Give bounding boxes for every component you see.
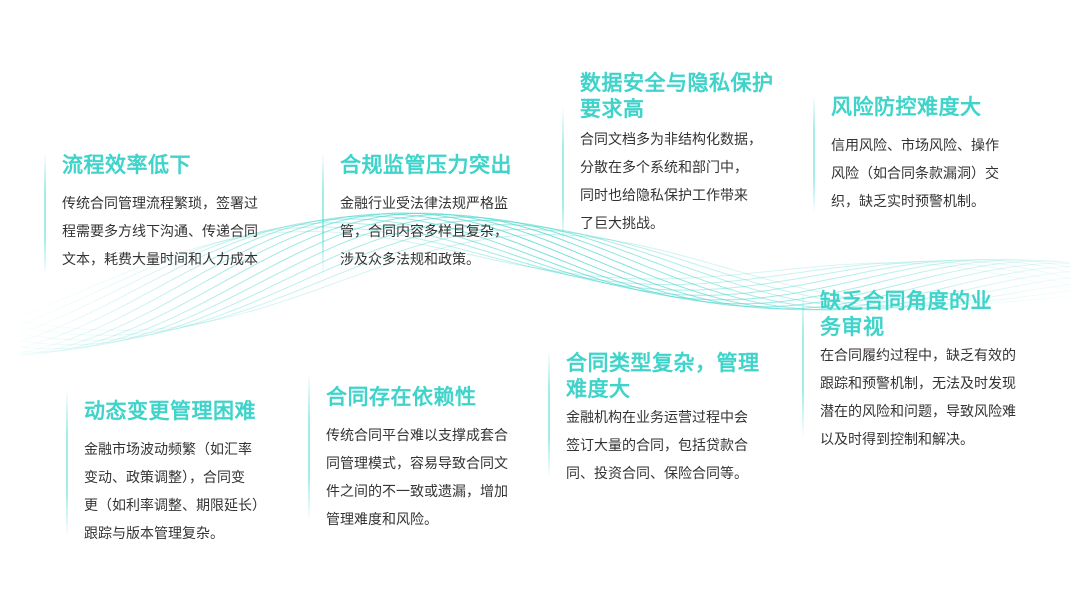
card-body: 金融行业受法律法规严格监 管，合同内容多样且复杂， 涉及众多法规和政策。: [340, 190, 512, 274]
card-title: 合同存在依赖性: [326, 384, 508, 410]
card-body-line: 传统合同平台难以支撑成套合: [326, 428, 508, 444]
card-business-review: 缺乏合同角度的业 务审视 在合同履约过程中，缺乏有效的 跟踪和预警机制，无法及时…: [802, 288, 1016, 454]
card-body-line: 金融行业受法律法规严格监: [340, 196, 508, 212]
card-body-line: 跟踪与版本管理复杂。: [84, 526, 224, 542]
card-divider: [562, 106, 564, 246]
card-title-line: 务审视: [820, 315, 885, 339]
card-title: 合同类型复杂，管理 难度大: [566, 350, 760, 402]
card-title-line: 数据安全与隐私保护: [580, 71, 774, 95]
card-body-line: 管，合同内容多样且复杂，: [340, 224, 508, 240]
card-body-line: 金融市场波动频繁（如汇率: [84, 442, 252, 458]
card-body: 信用风险、市场风险、操作 风险（如合同条款漏洞）交 织，缺乏实时预警机制。: [831, 132, 999, 216]
card-body: 金融市场波动频繁（如汇率 变动、政策调整），合同变 更（如利率调整、期限延长） …: [84, 436, 266, 548]
card-body-line: 传统合同管理流程繁琐，签署过: [62, 196, 258, 212]
card-title: 数据安全与隐私保护 要求高: [580, 70, 774, 122]
card-body-line: 金融机构在业务运营过程中会: [566, 410, 748, 426]
wave-line: [19, 219, 1071, 346]
wave-line: [19, 226, 1071, 326]
card-divider: [548, 350, 550, 478]
card-divider: [44, 152, 46, 276]
card-title: 流程效率低下: [62, 152, 258, 178]
card-body-line: 风险（如合同条款漏洞）交: [831, 166, 999, 182]
card-body-line: 文本，耗费大量时间和人力成本: [62, 252, 258, 268]
card-title-line: 动态变更管理困难: [84, 399, 256, 423]
wave-line: [19, 212, 1071, 356]
card-body-line: 涉及众多法规和政策。: [340, 252, 480, 268]
card-body-line: 签订大量的合同，包括贷款合: [566, 438, 748, 454]
card-title-line: 风险防控难度大: [831, 95, 982, 119]
card-body-line: 了巨大挑战。: [580, 216, 664, 232]
card-body-line: 件之间的不一致或遗漏，增加: [326, 484, 508, 500]
card-title: 动态变更管理困难: [84, 398, 266, 424]
card-title: 缺乏合同角度的业 务审视: [820, 288, 1016, 340]
wave-line: [19, 213, 1071, 353]
card-body-line: 同管理模式，容易导致合同文: [326, 456, 508, 472]
wave-line: [19, 213, 1071, 354]
card-body-line: 变动、政策调整），合同变: [84, 470, 245, 486]
card-contract-types: 合同类型复杂，管理 难度大 金融机构在业务运营过程中会 签订大量的合同，包括贷款…: [548, 350, 760, 488]
card-body-line: 潜在的风险和问题，导致风险难: [820, 404, 1016, 420]
wave-line: [19, 228, 1071, 336]
card-dynamic-change: 动态变更管理困难 金融市场波动频繁（如汇率 变动、政策调整），合同变 更（如利率…: [66, 388, 266, 548]
card-divider: [66, 388, 68, 538]
wave-line: [19, 218, 1071, 343]
wave-line: [19, 212, 1071, 356]
card-body: 合同文档多为非结构化数据， 分散在多个系统和部门中， 同时也给隐私保护工作带来 …: [580, 126, 774, 238]
wave-line: [19, 215, 1071, 349]
card-body-line: 跟踪和预警机制，无法及时发现: [820, 376, 1016, 392]
card-body: 金融机构在业务运营过程中会 签订大量的合同，包括贷款合 同、投资合同、保险合同等…: [566, 404, 760, 488]
card-title-line: 难度大: [566, 377, 631, 401]
card-title-line: 流程效率低下: [62, 153, 191, 177]
card-body-line: 合同文档多为非结构化数据，: [580, 132, 762, 148]
card-divider: [813, 94, 815, 214]
card-body-line: 织，缺乏实时预警机制。: [831, 194, 985, 210]
card-body: 传统合同平台难以支撑成套合 同管理模式，容易导致合同文 件之间的不一致或遗漏，增…: [326, 422, 508, 534]
card-body: 在合同履约过程中，缺乏有效的 跟踪和预警机制，无法及时发现 潜在的风险和问题，导…: [820, 342, 1016, 454]
card-body-line: 同时也给隐私保护工作带来: [580, 188, 748, 204]
card-divider: [802, 288, 804, 438]
card-compliance: 合规监管压力突出 金融行业受法律法规严格监 管，合同内容多样且复杂， 涉及众多法…: [322, 152, 512, 276]
wave-line: [19, 230, 1071, 318]
card-title: 风险防控难度大: [831, 94, 999, 120]
card-divider: [308, 372, 310, 522]
card-data-security: 数据安全与隐私保护 要求高 合同文档多为非结构化数据， 分散在多个系统和部门中，…: [562, 70, 774, 246]
card-body: 传统合同管理流程繁琐，签署过 程需要多方线下沟通、传递合同 文本，耗费大量时间和…: [62, 190, 258, 274]
card-title-line: 合规监管压力突出: [340, 153, 512, 177]
card-body-line: 管理难度和风险。: [326, 512, 438, 528]
card-title-line: 合同类型复杂，管理: [566, 351, 760, 375]
card-risk-control: 风险防控难度大 信用风险、市场风险、操作 风险（如合同条款漏洞）交 织，缺乏实时…: [813, 94, 999, 216]
card-body-line: 在合同履约过程中，缺乏有效的: [820, 348, 1016, 364]
card-body-line: 信用风险、市场风险、操作: [831, 138, 999, 154]
card-body-line: 更（如利率调整、期限延长）: [84, 498, 266, 514]
wave-line: [19, 216, 1071, 350]
card-dependency: 合同存在依赖性 传统合同平台难以支撑成套合 同管理模式，容易导致合同文 件之间的…: [308, 372, 508, 534]
card-title-line: 合同存在依赖性: [326, 385, 477, 409]
card-title: 合规监管压力突出: [340, 152, 512, 178]
card-body-line: 分散在多个系统和部门中，: [580, 160, 748, 176]
card-process-efficiency: 流程效率低下 传统合同管理流程繁琐，签署过 程需要多方线下沟通、传递合同 文本，…: [44, 152, 258, 276]
card-title-line: 缺乏合同角度的业: [820, 289, 992, 313]
card-body-line: 同、投资合同、保险合同等。: [566, 466, 748, 482]
card-title-line: 要求高: [580, 97, 645, 121]
card-body-line: 程需要多方线下沟通、传递合同: [62, 224, 258, 240]
card-body-line: 以及时得到控制和解决。: [820, 432, 974, 448]
card-divider: [322, 152, 324, 276]
